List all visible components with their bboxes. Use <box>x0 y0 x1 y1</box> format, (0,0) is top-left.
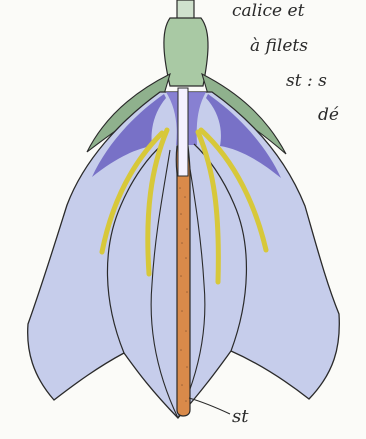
annotation-line-2: à filets <box>250 38 308 55</box>
style-top-tube <box>178 88 188 176</box>
annotation-line-1: calice et <box>232 3 304 20</box>
annotation-line-4: dé <box>318 107 339 124</box>
style-column <box>176 146 190 416</box>
style-label: st <box>232 408 248 426</box>
flower-stem <box>177 0 194 19</box>
annotation-line-3: st : s <box>286 73 327 90</box>
style-label-pointer <box>189 398 230 414</box>
sepal-base <box>164 18 208 86</box>
